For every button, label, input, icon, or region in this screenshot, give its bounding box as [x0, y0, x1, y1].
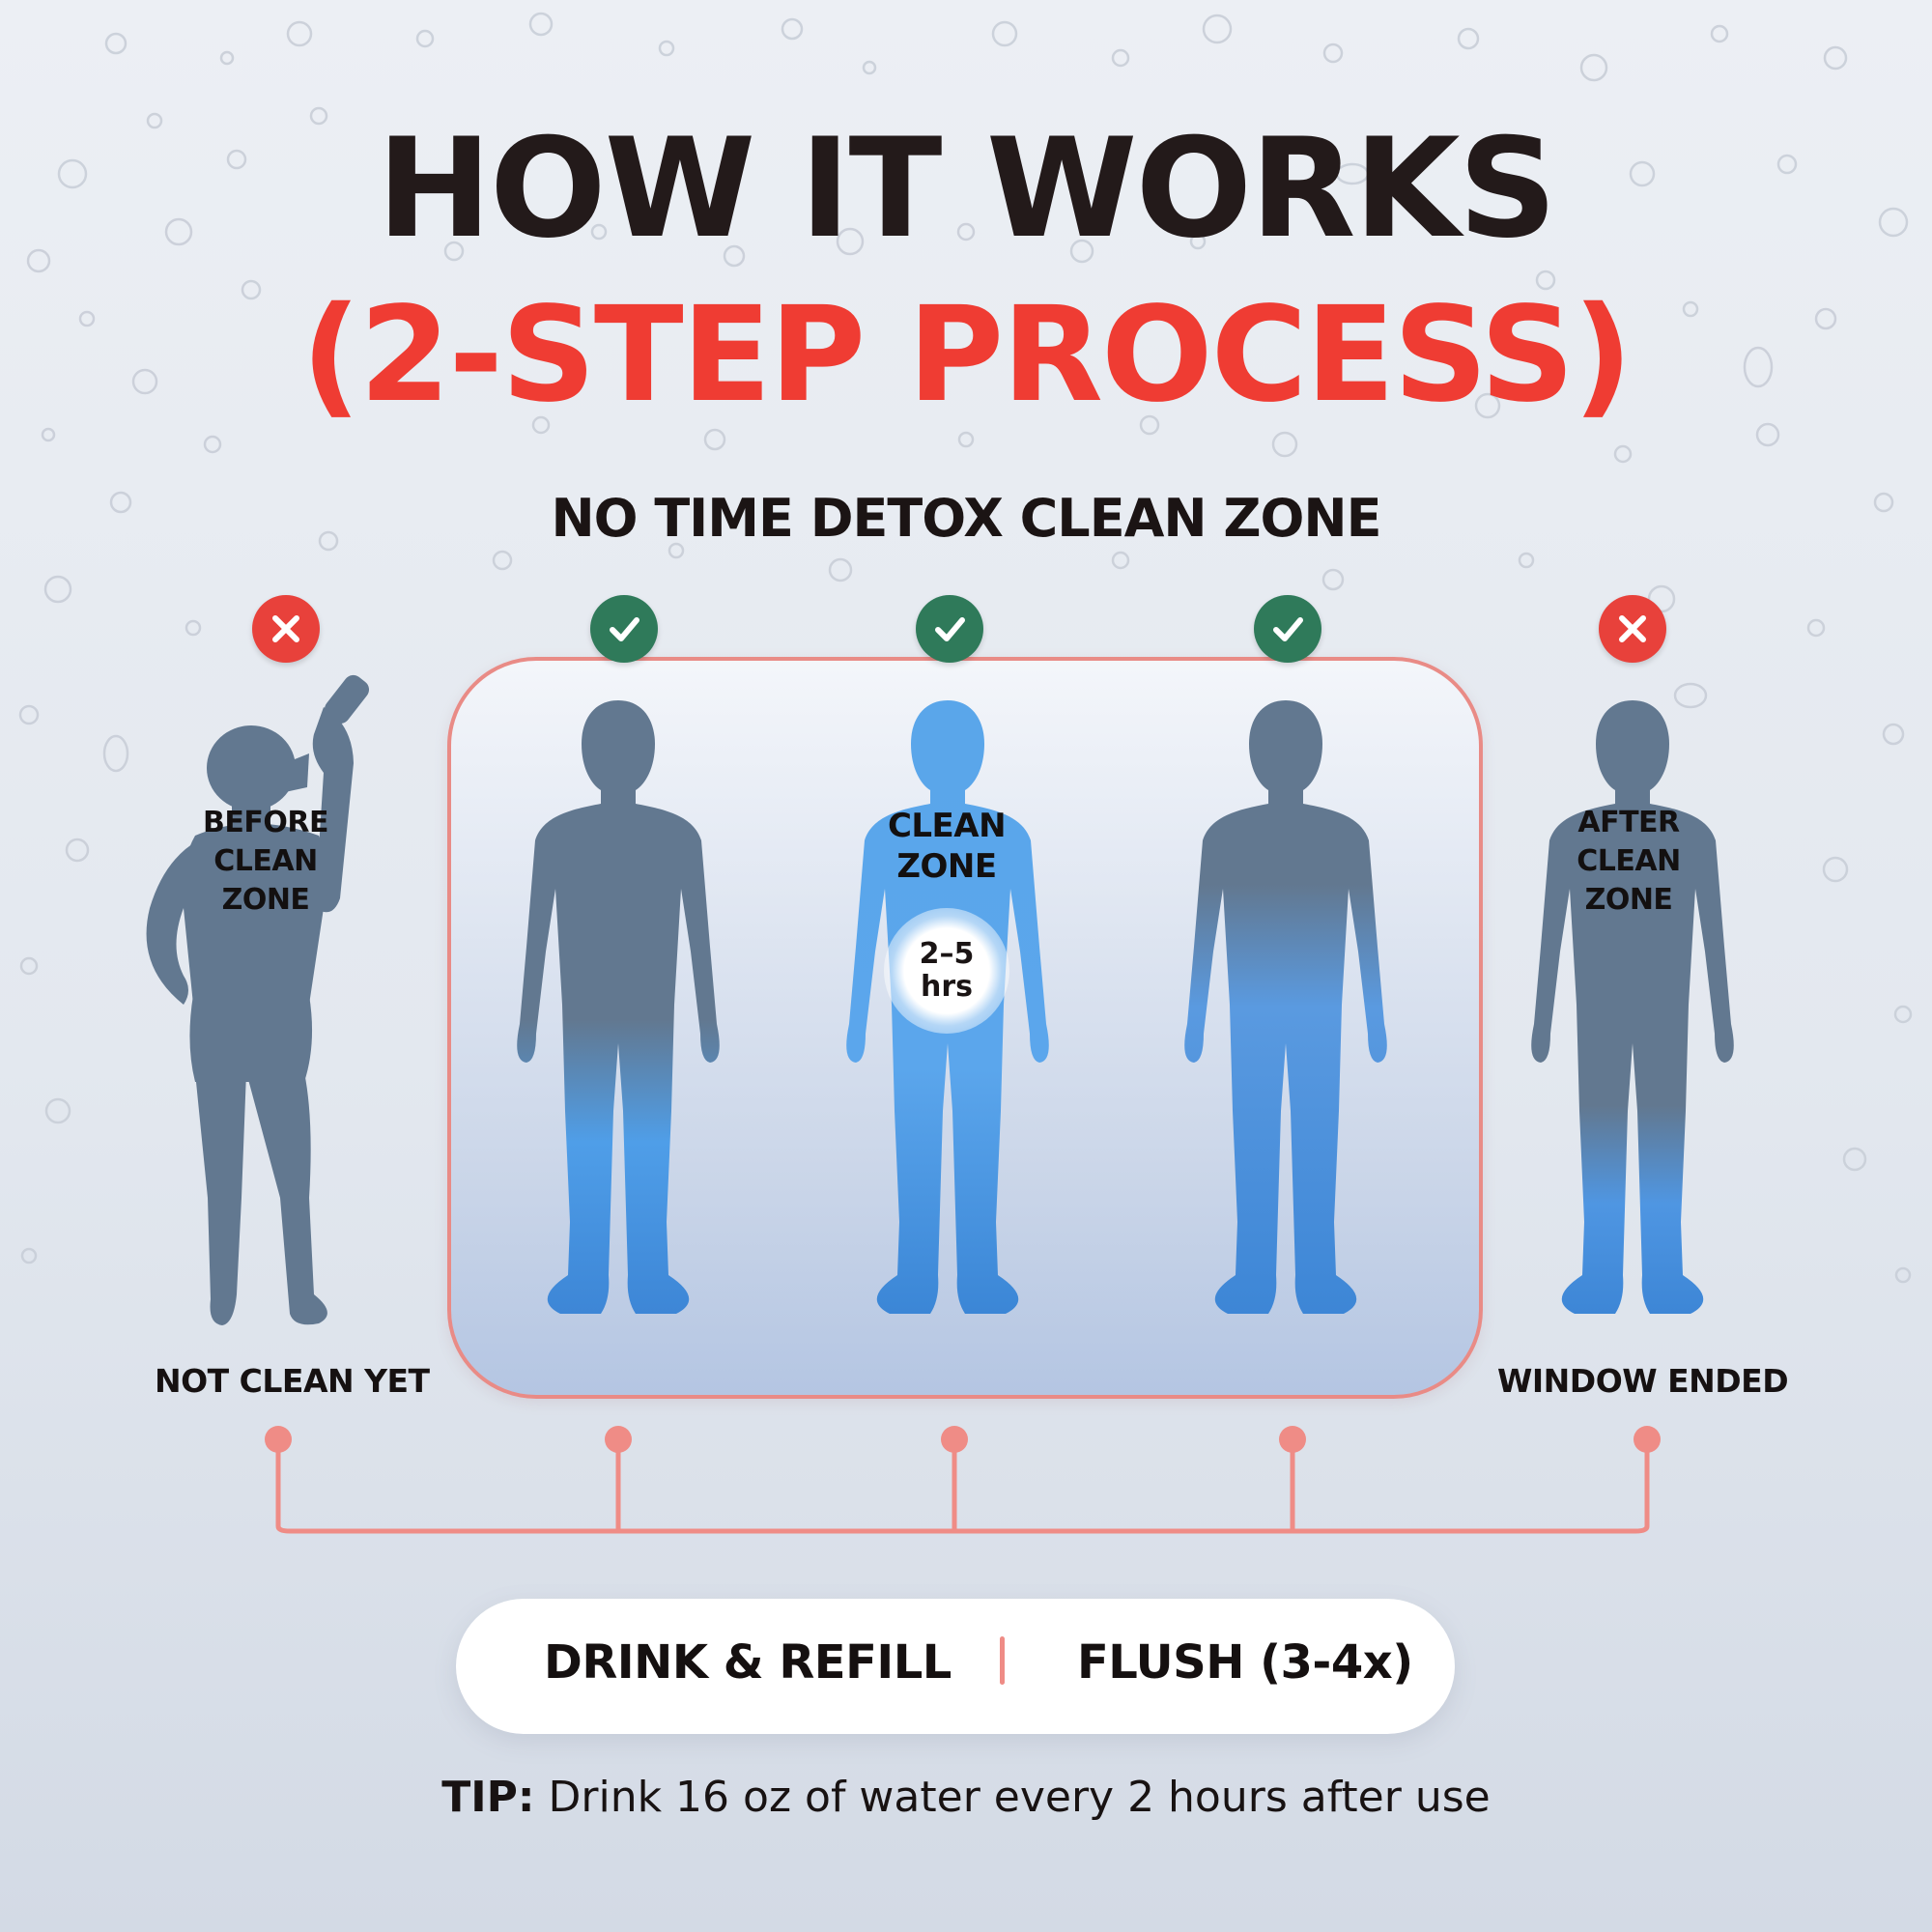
check-icon	[590, 595, 658, 663]
step-flush: FLUSH (3-4x)	[1077, 1635, 1413, 1690]
x-icon	[1599, 595, 1666, 663]
before-clean-zone-label: BEFORE CLEAN ZONE	[203, 806, 328, 917]
timeline-connector	[265, 1426, 1661, 1534]
duration-unit: hrs	[920, 970, 973, 1004]
status-not-clean-yet: NOT CLEAN YET	[155, 1362, 430, 1400]
tip-text: TIP: Drink 16 oz of water every 2 hours …	[0, 1773, 1932, 1822]
status-window-ended: WINDOW ENDED	[1497, 1362, 1789, 1400]
steps-pill	[456, 1599, 1455, 1734]
check-icon	[1254, 595, 1321, 663]
check-icon	[916, 595, 983, 663]
step-drink-refill: DRINK & REFILL	[544, 1635, 952, 1690]
steps-divider	[1000, 1636, 1005, 1685]
after-clean-zone-label: AFTER CLEAN ZONE	[1577, 806, 1681, 917]
x-icon	[252, 595, 320, 663]
tip-label: TIP:	[441, 1773, 535, 1822]
page-title: HOW IT WORKS	[377, 109, 1557, 269]
duration-badge: 2–5 hrs	[884, 908, 1009, 1034]
person-figure-4	[1184, 700, 1387, 1314]
clean-zone-heading: NO TIME DETOX CLEAN ZONE	[551, 488, 1381, 549]
person-figure-2	[517, 700, 720, 1314]
person-figure-5	[1531, 700, 1734, 1314]
page-subtitle: (2-STEP PROCESS)	[300, 279, 1634, 432]
drinking-person-figure	[146, 674, 370, 1325]
duration-value: 2–5	[919, 937, 975, 971]
tip-body: Drink 16 oz of water every 2 hours after…	[534, 1773, 1491, 1822]
clean-zone-label: CLEAN ZONE	[887, 807, 1007, 886]
